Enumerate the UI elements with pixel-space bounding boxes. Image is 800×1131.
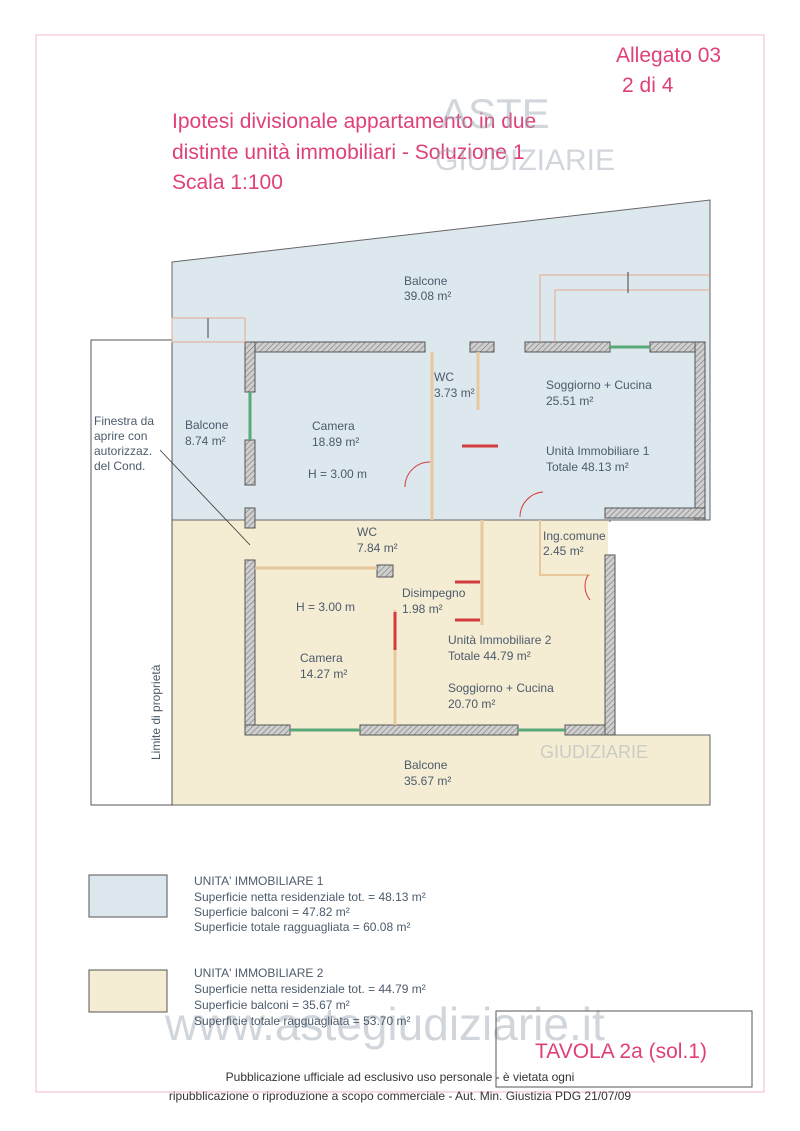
- legend-line: Superficie netta residenziale tot. = 48.…: [194, 890, 426, 904]
- footer-line2: ripubblicazione o riproduzione a scopo c…: [169, 1089, 632, 1103]
- watermark-site: www.astegiudiziarie.it: [164, 998, 605, 1050]
- wall: [244, 507, 256, 529]
- room-name: Soggiorno + Cucina: [546, 378, 652, 392]
- shaft: [376, 564, 394, 578]
- room-area: 25.51 m²: [546, 394, 593, 408]
- unit-total-area: Totale 44.79 m²: [448, 649, 531, 663]
- wall: [524, 341, 611, 353]
- unit-total-name: Unità Immobiliare 1: [546, 444, 650, 458]
- wall: [604, 507, 706, 519]
- room-name: Disimpegno: [402, 586, 466, 600]
- tavola-box: [495, 1010, 753, 1088]
- window-note: del Cond.: [94, 459, 145, 473]
- railing: [554, 289, 710, 342]
- unit-total-area: Totale 48.13 m²: [546, 460, 629, 474]
- attachment-label: Allegato 03: [616, 44, 721, 67]
- room-height: H = 3.00 m: [296, 600, 355, 614]
- legend-title: UNITA' IMMOBILIARE 2: [194, 966, 324, 980]
- wall: [244, 341, 256, 393]
- room-name: Ing.comune: [543, 529, 606, 543]
- room-name: Balcone: [404, 758, 448, 772]
- room-area: 3.73 m²: [434, 386, 475, 400]
- room-area: 2.45 m²: [543, 544, 584, 558]
- window-note: autorizzaz.: [94, 444, 152, 458]
- outside-area: [608, 522, 708, 734]
- wall: [244, 724, 291, 736]
- watermark-logo: GIUDIZIARIE: [435, 144, 615, 177]
- door-swing: [404, 461, 431, 488]
- tavola-label: TAVOLA 2a (sol.1): [535, 1040, 707, 1063]
- unit-total-name: Unità Immobiliare 2: [448, 633, 552, 647]
- room-name: Balcone: [185, 418, 229, 432]
- scale-label: Scala 1:100: [172, 171, 283, 194]
- partition: [539, 520, 590, 576]
- legend-swatch-unit1: [88, 874, 168, 918]
- room-area: 1.98 m²: [402, 602, 443, 616]
- legend-line: Superficie totale ragguagliata = 60.08 m…: [194, 920, 410, 934]
- title-line1: Ipotesi divisionale appartamento in due: [172, 110, 536, 133]
- room-name: WC: [357, 525, 377, 539]
- room-area: 8.74 m²: [185, 434, 226, 448]
- wall: [604, 554, 616, 736]
- property-limit-label: Limite di proprietà: [149, 664, 163, 760]
- legend-line: Superficie balconi = 35.67 m²: [194, 998, 350, 1012]
- room-area: 14.27 m²: [300, 667, 347, 681]
- room-name: WC: [434, 370, 454, 384]
- room-area: 20.70 m²: [448, 697, 495, 711]
- room-height: H = 3.00 m: [308, 467, 367, 481]
- leader-line: [159, 449, 251, 546]
- room-name: Balcone: [404, 274, 448, 288]
- room-name: Soggiorno + Cucina: [448, 681, 554, 695]
- watermark-logo: ASTE: [440, 90, 550, 137]
- legend-line: Superficie netta residenziale tot. = 44.…: [194, 982, 426, 996]
- wall: [244, 341, 426, 353]
- wall: [244, 439, 256, 486]
- legend-line: Superficie balconi = 47.82 m²: [194, 905, 350, 919]
- room-area: 35.67 m²: [404, 774, 451, 788]
- footer-line1: Pubblicazione ufficiale ad esclusivo uso…: [226, 1070, 575, 1084]
- room-area: 39.08 m²: [404, 289, 451, 303]
- room-name: Camera: [312, 419, 355, 433]
- watermark-logo: GIUDIZIARIE: [540, 742, 648, 762]
- wall: [469, 341, 495, 353]
- wall: [244, 559, 256, 736]
- page-frame: [35, 34, 765, 1093]
- legend-line: Superficie totale ragguagliata = 53.70 m…: [194, 1014, 410, 1028]
- wall: [359, 724, 519, 736]
- railing: [539, 274, 710, 342]
- window-note: Finestra da: [94, 414, 154, 428]
- door-swing: [519, 491, 544, 518]
- room-area: 7.84 m²: [357, 541, 398, 555]
- wall: [694, 341, 706, 521]
- window-note: aprire con: [94, 429, 147, 443]
- door-swing: [584, 574, 591, 601]
- room-name: Camera: [300, 651, 343, 665]
- room-area: 18.89 m²: [312, 435, 359, 449]
- page-number: 2 di 4: [622, 74, 674, 97]
- property-limit-box: [90, 339, 173, 806]
- title-line2: distinte unità immobiliari - Soluzione 1: [172, 141, 525, 164]
- legend-swatch-unit2: [88, 969, 168, 1013]
- legend-title: UNITA' IMMOBILIARE 1: [194, 874, 324, 888]
